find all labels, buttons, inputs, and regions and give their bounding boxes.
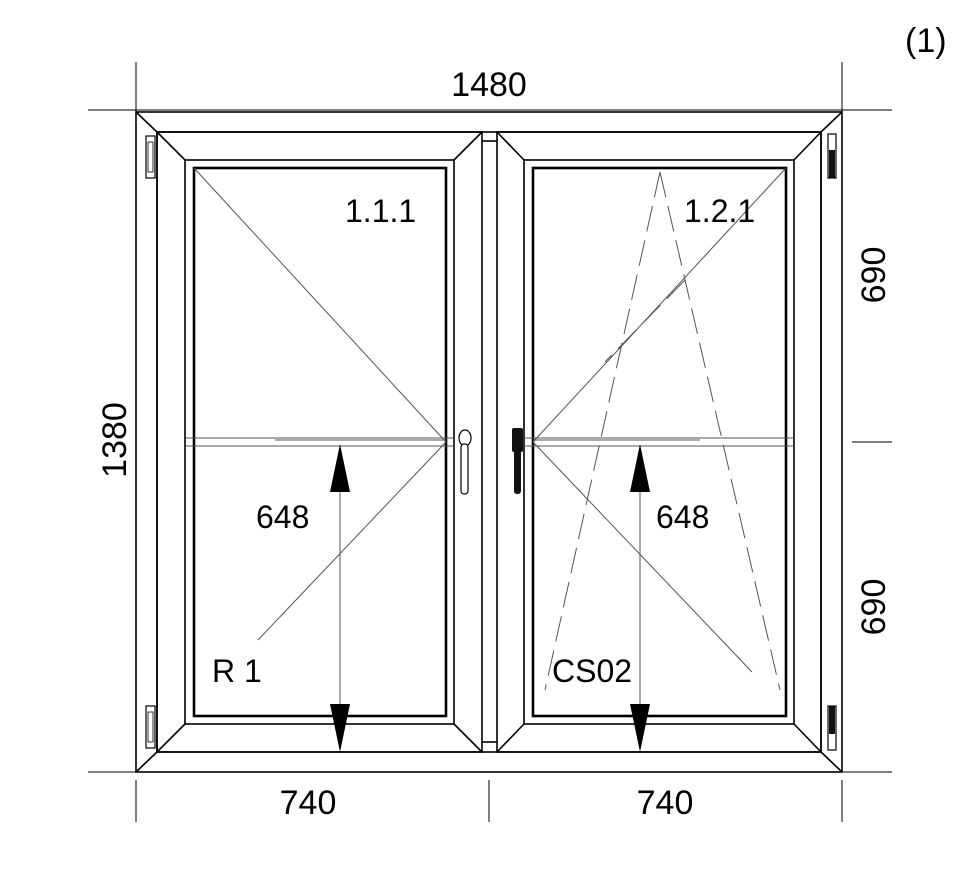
right-glass xyxy=(531,166,788,718)
dimension-lines xyxy=(88,62,892,822)
right-width-label: 740 xyxy=(637,784,694,822)
right-tilt-line-left xyxy=(544,171,661,691)
left-handle-height: 648 xyxy=(256,499,309,535)
right-hinge-top-icon xyxy=(827,133,837,179)
left-handle-icon xyxy=(458,429,472,495)
left-height-arrow-down xyxy=(330,704,350,752)
lower-height-label: 690 xyxy=(855,579,893,636)
left-width-label: 740 xyxy=(280,784,337,822)
left-sash-outer xyxy=(156,131,483,753)
left-type-code: R 1 xyxy=(212,653,262,689)
left-opening-line-bottom xyxy=(257,441,447,641)
right-sash-outer xyxy=(496,131,822,753)
left-glass xyxy=(192,166,448,718)
left-height-arrow-up xyxy=(330,444,350,492)
total-height-label: 1380 xyxy=(96,402,134,478)
right-height-arrow-up xyxy=(630,444,650,492)
upper-height-label: 690 xyxy=(855,247,893,304)
total-width-label: 1480 xyxy=(451,66,527,104)
right-sash xyxy=(496,131,822,753)
right-handle-height: 648 xyxy=(656,499,709,535)
left-opening-line-top xyxy=(193,167,447,443)
right-sash-inner xyxy=(523,159,795,725)
right-sash-id: 1.2.1 xyxy=(684,193,755,229)
center-mullion xyxy=(482,140,497,743)
left-hinge-top-icon xyxy=(145,135,156,179)
right-type-code: CS02 xyxy=(552,653,632,689)
left-hinge-bottom-icon xyxy=(145,705,156,749)
left-sash-id: 1.1.1 xyxy=(345,193,416,229)
right-opening-line-top xyxy=(532,167,787,443)
right-tilt-line-right xyxy=(659,171,781,691)
right-height-arrow-down xyxy=(630,704,650,752)
left-sash xyxy=(156,131,483,753)
right-opening-line-bottom xyxy=(532,441,753,673)
left-sash-inner xyxy=(184,159,455,725)
right-handle-icon xyxy=(512,428,523,494)
figure-number: (1) xyxy=(905,22,947,60)
right-hinge-bottom-icon xyxy=(827,705,837,751)
